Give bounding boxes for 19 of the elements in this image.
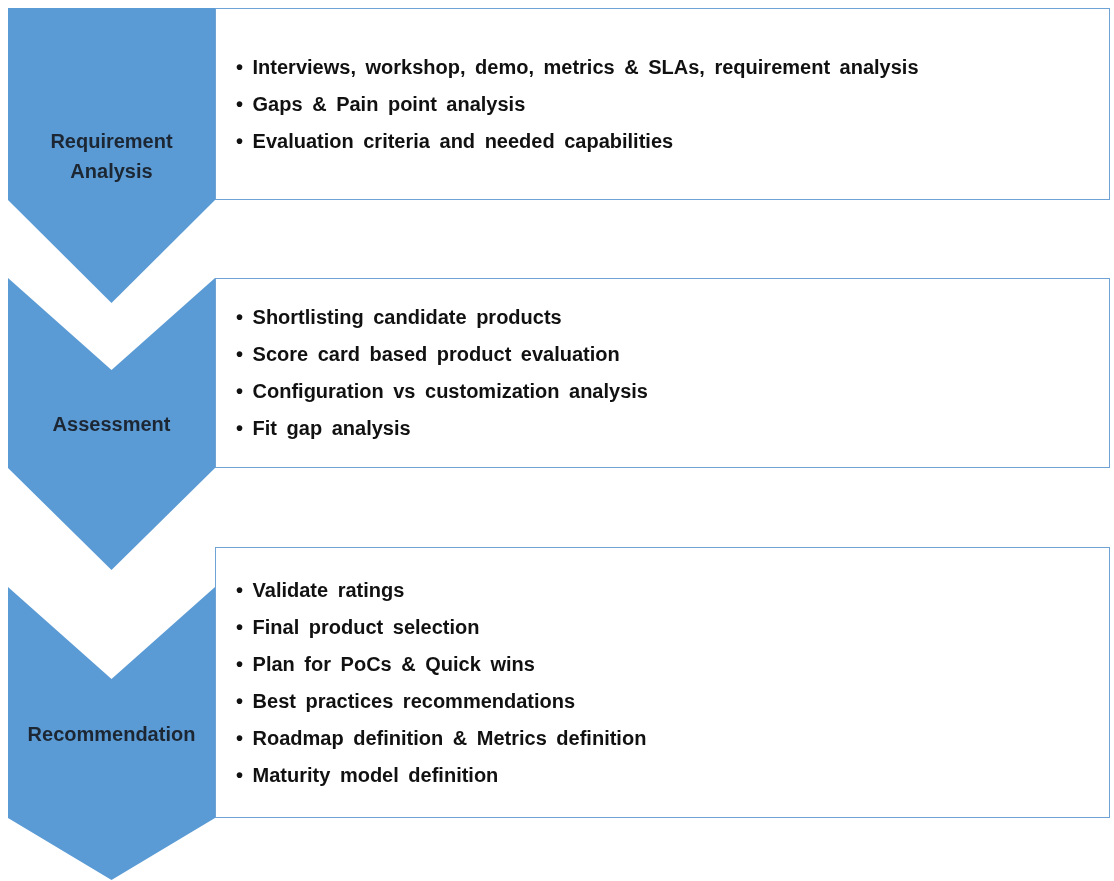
- bullet-item: • Gaps & Pain point analysis: [236, 91, 527, 117]
- bullet-item: • Score card based product evaluation: [236, 342, 621, 367]
- bullet-item: • Maturity model definition: [236, 762, 500, 788]
- bullet-item: • Interviews, workshop, demo, metrics & SLAs, requirement analysis: [236, 54, 920, 80]
- bullet-item: • Evaluation criteria and needed capabilities: [236, 128, 675, 154]
- bullet-item: • Fit gap analysis: [236, 416, 412, 441]
- stage-label: Recommendation: [26, 721, 197, 747]
- content-box: [215, 8, 1110, 200]
- bullet-item: • Configuration vs customization analysis: [236, 379, 649, 404]
- bullet-item: • Shortlisting candidate products: [236, 305, 563, 330]
- bullet-item: • Final product selection: [236, 614, 481, 640]
- bullet-item: • Validate ratings: [236, 577, 406, 603]
- bullet-item: • Roadmap definition & Metrics definition: [236, 725, 648, 751]
- content-box: [215, 278, 1110, 468]
- content-box: [215, 547, 1110, 818]
- stage-label: Assessment: [51, 412, 172, 437]
- bullet-item: • Plan for PoCs & Quick wins: [236, 651, 536, 677]
- bullet-item: • Best practices recommendations: [236, 688, 577, 714]
- stage-label: Requirement Analysis: [49, 128, 174, 184]
